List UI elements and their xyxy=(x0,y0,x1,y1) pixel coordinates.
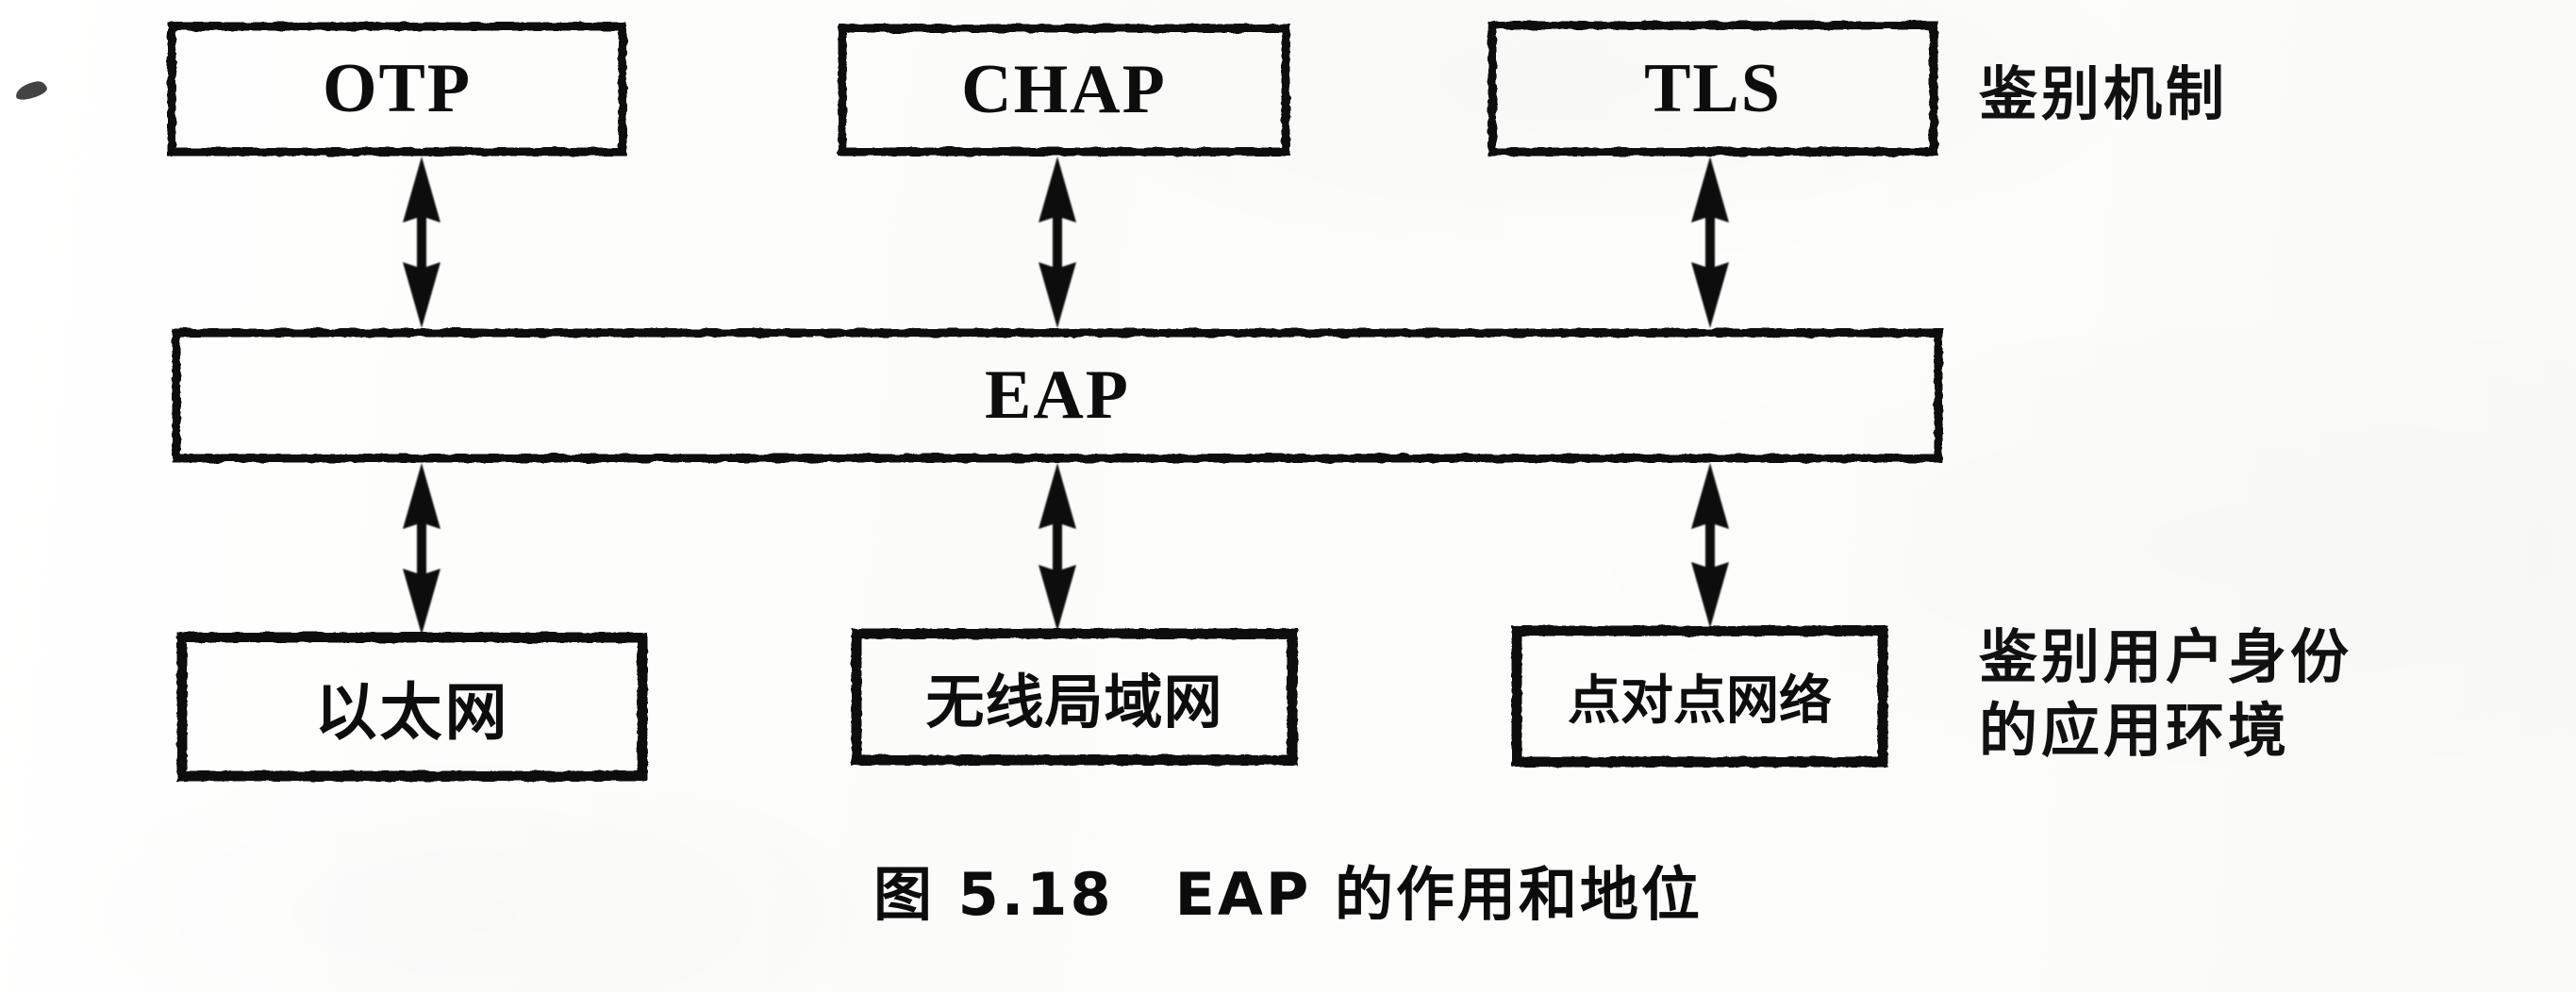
arrow-eap-wlan xyxy=(1039,463,1076,631)
arrow-tls-eap xyxy=(1691,157,1729,328)
box-label-ethernet: 以太网 xyxy=(314,675,510,749)
connector-group-upper xyxy=(403,157,1729,328)
box-label-otp: OTP xyxy=(322,50,473,127)
box-outline-wlan xyxy=(851,628,1298,766)
side-label-auth-environment: 鉴别用户身份 的应用环境 xyxy=(1979,620,2352,768)
box-label-chap: CHAP xyxy=(961,51,1167,128)
side-label-auth-environment-line2: 的应用环境 xyxy=(1979,696,2291,765)
side-label-auth-mechanism: 鉴别机制 xyxy=(1979,59,2229,128)
box-label-p2p: 点对点网络 xyxy=(1568,670,1832,732)
box-label-wlan: 无线局域网 xyxy=(925,668,1223,736)
box-outline-otp xyxy=(167,22,627,157)
arrow-otp-eap xyxy=(403,157,440,328)
box-outline-chap xyxy=(838,24,1290,157)
connector-group-lower xyxy=(403,463,1729,635)
box-outline-tls xyxy=(1487,21,1938,157)
box-outline-eap xyxy=(172,328,1943,463)
arrow-chap-eap xyxy=(1039,157,1076,328)
arrow-eap-ethernet xyxy=(403,463,440,635)
box-outline-ethernet xyxy=(176,632,648,782)
figure-caption: 图 5.18 EAP 的作用和地位 xyxy=(873,860,1703,929)
box-label-eap: EAP xyxy=(985,356,1130,434)
arrow-eap-p2p xyxy=(1691,463,1729,628)
box-label-tls: TLS xyxy=(1644,49,1782,127)
side-label-auth-environment-line1: 鉴别用户身份 xyxy=(1979,622,2353,691)
box-outline-p2p xyxy=(1511,625,1888,768)
